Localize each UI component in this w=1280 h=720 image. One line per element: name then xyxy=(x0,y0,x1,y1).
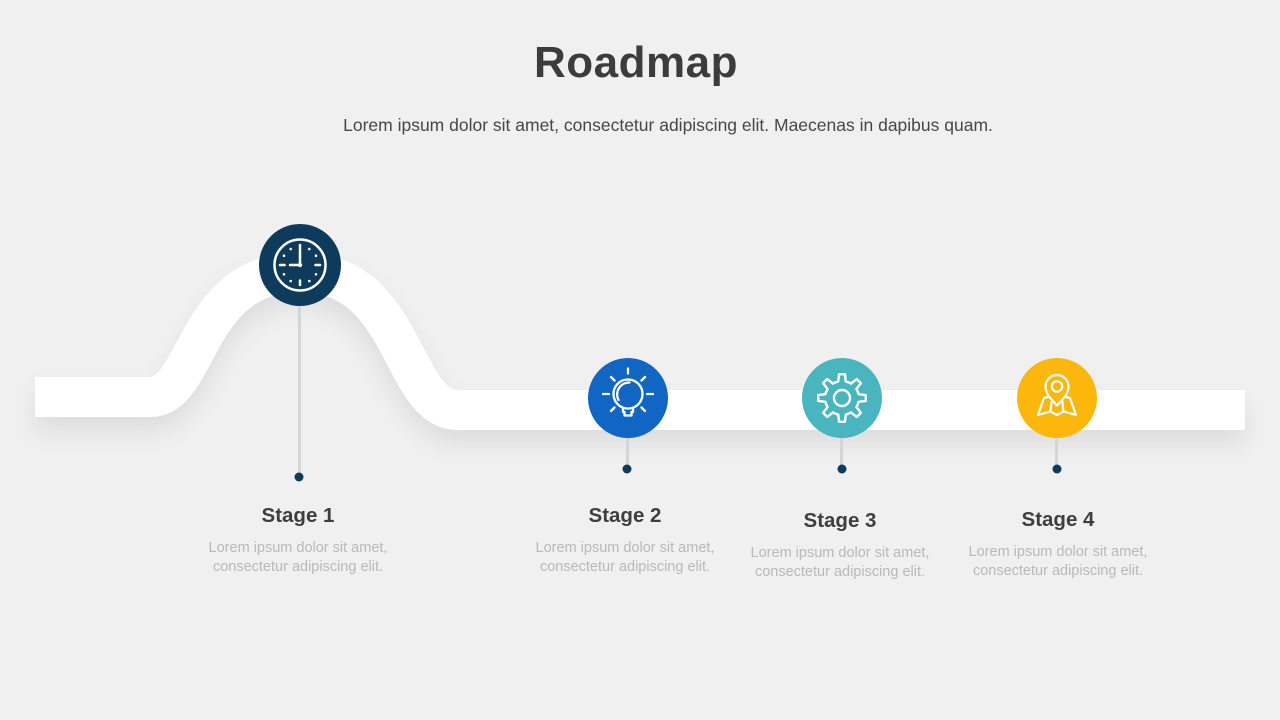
stage4-connector-line xyxy=(1055,437,1058,466)
stage1-label: Stage 1 xyxy=(261,504,335,527)
stage3-badge-circle xyxy=(802,358,882,438)
stage3-description: Lorem ipsum dolor sit amet, consectetur … xyxy=(750,545,930,580)
stage4-label: Stage 4 xyxy=(1021,508,1095,531)
clock-icon xyxy=(273,238,327,292)
stage2-text-block: Stage 2 Lorem ipsum dolor sit amet, cons… xyxy=(515,504,735,577)
stage4-connector-dot xyxy=(1052,464,1062,474)
stage3-connector-line xyxy=(840,437,843,466)
lightbulb-icon xyxy=(601,367,655,417)
stage1-description: Lorem ipsum dolor sit amet, consectetur … xyxy=(208,540,388,575)
stage2-badge-circle xyxy=(588,358,668,438)
stage3-badge xyxy=(802,358,882,438)
stage2-badge xyxy=(588,358,668,438)
stage3-text-block: Stage 3 Lorem ipsum dolor sit amet, cons… xyxy=(730,509,950,582)
stage3-label: Stage 3 xyxy=(803,509,877,532)
stage4-description: Lorem ipsum dolor sit amet, consectetur … xyxy=(968,544,1148,579)
stage1-connector-line xyxy=(298,305,301,475)
stage3-connector-dot xyxy=(837,464,847,474)
stage1-text-block: Stage 1 Lorem ipsum dolor sit amet, cons… xyxy=(188,504,408,577)
stage2-connector-dot xyxy=(622,464,632,474)
gear-icon xyxy=(817,373,867,423)
stage2-connector-line xyxy=(626,437,629,466)
map-pin-icon xyxy=(1036,373,1078,417)
stage4-text-block: Stage 4 Lorem ipsum dolor sit amet, cons… xyxy=(948,508,1168,581)
stage1-badge xyxy=(259,224,341,306)
stage4-badge xyxy=(1017,358,1097,438)
stage1-connector-dot xyxy=(294,472,304,482)
page-title: Roadmap xyxy=(534,38,738,87)
page-subtitle: Lorem ipsum dolor sit amet, consectetur … xyxy=(343,115,993,135)
stage2-description: Lorem ipsum dolor sit amet, consectetur … xyxy=(535,540,715,575)
stage2-label: Stage 2 xyxy=(588,504,662,527)
